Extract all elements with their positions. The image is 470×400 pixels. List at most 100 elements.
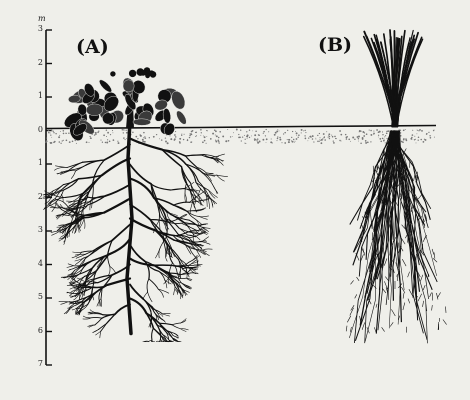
soil-speck	[311, 137, 312, 138]
soil-speck	[358, 138, 359, 139]
soil-speck	[425, 139, 427, 141]
root-branch	[130, 299, 146, 314]
soil-speck	[333, 142, 335, 144]
soil-speck	[181, 133, 182, 134]
root-branch	[203, 249, 213, 250]
soil-speck	[48, 129, 50, 131]
soil-speck	[405, 129, 406, 130]
soil-speck	[287, 139, 288, 140]
soil-speck	[225, 140, 227, 142]
soil-speck	[277, 138, 278, 139]
soil-speck	[95, 132, 97, 134]
root-hair	[351, 280, 354, 284]
soil-speck	[317, 135, 318, 136]
soil-speck	[274, 134, 276, 136]
soil-speck	[59, 141, 61, 143]
soil-speck	[268, 131, 269, 132]
soil-speck	[384, 136, 385, 137]
soil-speck	[362, 131, 364, 133]
soil-speck	[76, 143, 77, 144]
root-branch	[91, 317, 102, 318]
soil-speck	[294, 142, 295, 143]
soil-speck	[326, 131, 327, 132]
soil-speck	[254, 134, 256, 136]
soil-speck	[312, 138, 314, 140]
soil-speck	[112, 130, 113, 131]
soil-speck	[322, 138, 323, 139]
soil-speck	[165, 137, 166, 138]
soil-speck	[244, 135, 245, 136]
root-hair	[446, 307, 447, 313]
soil-speck	[367, 141, 369, 143]
root-branch	[106, 185, 131, 196]
root-hair	[416, 254, 417, 260]
soil-speck	[419, 129, 421, 131]
root-branch	[152, 328, 154, 340]
soil-speck	[418, 140, 419, 141]
soil-speck	[370, 134, 372, 136]
soil-speck	[203, 135, 204, 136]
soil-speck	[113, 139, 115, 141]
root-hair	[355, 294, 357, 298]
root-hair	[430, 293, 432, 298]
soil-speck	[329, 136, 331, 138]
soil-speck	[384, 139, 385, 140]
soil-speck	[135, 136, 137, 138]
soil-speck	[284, 142, 286, 144]
soil-speck	[200, 129, 202, 131]
soil-speck	[227, 129, 228, 130]
root-branch	[112, 225, 130, 241]
soil-speck	[100, 140, 101, 141]
soil-speck	[417, 130, 418, 131]
root-branch	[174, 202, 190, 205]
soil-speck	[241, 140, 242, 141]
soil-speck	[266, 138, 268, 140]
soil-speck	[126, 132, 128, 134]
soil-speck	[218, 141, 219, 142]
scale-tick-label: 2	[29, 58, 43, 67]
scale-tick-label: 3	[29, 225, 43, 234]
soil-speck	[222, 135, 224, 137]
soil-speck	[206, 136, 207, 137]
soil-speck	[352, 137, 354, 139]
soil-speck	[216, 135, 218, 137]
soil-speck	[357, 136, 359, 138]
soil-speck	[328, 137, 329, 138]
soil-speck	[276, 140, 277, 141]
root-branch	[143, 292, 148, 299]
soil-speck	[319, 141, 320, 142]
root-branch	[130, 139, 162, 150]
soil-speck	[204, 136, 206, 138]
root-hair	[432, 305, 433, 310]
soil-speck	[379, 138, 381, 140]
soil-speck	[303, 130, 304, 131]
root-hair	[398, 243, 399, 249]
soil-speck	[289, 140, 290, 141]
soil-speck	[414, 139, 415, 140]
soil-speck	[215, 130, 217, 132]
soil-speck	[304, 135, 305, 136]
soil-speck	[277, 136, 278, 137]
soil-speck	[48, 132, 50, 134]
root-branch	[67, 266, 74, 268]
soil-speck	[434, 130, 435, 131]
soil-speck	[323, 137, 325, 139]
root-branch	[57, 203, 62, 210]
soil-speck	[52, 131, 53, 132]
scale-tick-label: 5	[29, 292, 43, 301]
scale-tick-label: 2	[29, 192, 43, 201]
soil-speck	[102, 142, 103, 143]
root-branch	[193, 256, 199, 260]
root-branch	[172, 323, 181, 325]
soil-speck	[279, 139, 281, 141]
soil-speck	[385, 135, 386, 136]
root-branch	[185, 260, 193, 265]
root-hair	[382, 327, 385, 331]
soil-speck	[215, 140, 216, 141]
soil-speck	[380, 141, 382, 143]
soil-speck	[195, 132, 196, 133]
flower-head	[145, 73, 150, 78]
root-branch	[59, 301, 68, 302]
soil-speck	[382, 134, 383, 135]
soil-speck	[65, 133, 66, 134]
